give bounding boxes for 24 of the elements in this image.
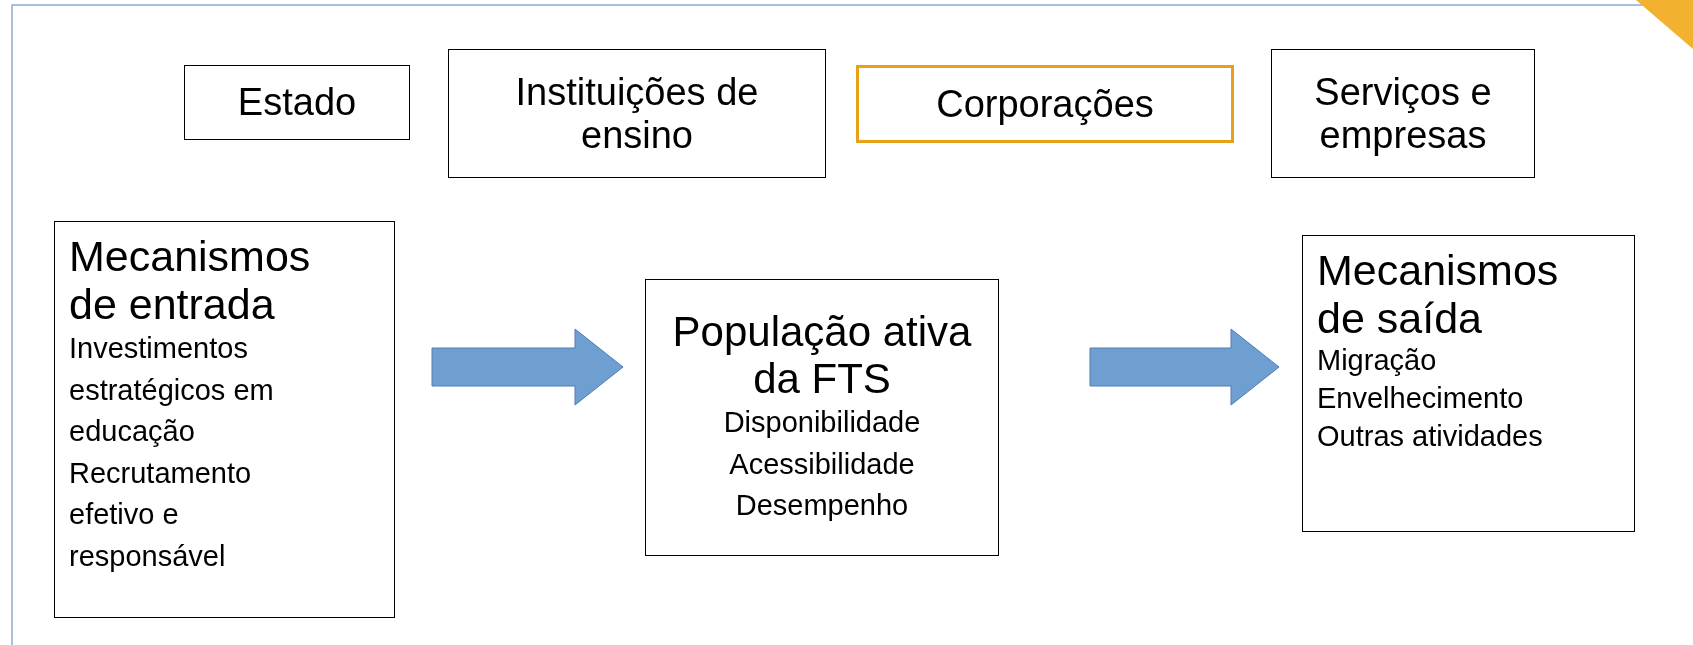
box-text: Recrutamento efetivo e responsável bbox=[69, 455, 253, 574]
text-box bbox=[1271, 49, 1535, 178]
box-heading: Mecanismos de entrada bbox=[69, 232, 312, 329]
box-text: Migração bbox=[1317, 343, 1437, 379]
box-text: Acessibilidade bbox=[729, 446, 915, 482]
box-heading: Mecanismos de saída bbox=[1317, 246, 1560, 343]
text-box bbox=[184, 65, 410, 140]
box-text: Investimentos estratégicos em educação bbox=[69, 331, 275, 450]
text-box bbox=[856, 65, 1234, 143]
box-text: Outras atividades bbox=[1317, 418, 1543, 454]
box-heading: Serviços e empresas bbox=[1313, 70, 1493, 157]
text-box bbox=[448, 49, 826, 178]
box-text: Envelhecimento bbox=[1317, 381, 1524, 416]
text-box bbox=[54, 221, 395, 618]
box-text: Desempenho bbox=[735, 488, 909, 524]
text-box bbox=[1302, 235, 1635, 532]
box-heading: Corporações bbox=[936, 82, 1154, 126]
box-heading: População ativa da FTS bbox=[671, 308, 973, 403]
box-text: Disponibilidade bbox=[723, 405, 921, 441]
box-heading: Instituições de ensino bbox=[514, 70, 760, 157]
block-arrow bbox=[1089, 328, 1280, 406]
text-box bbox=[645, 279, 999, 556]
block-arrow bbox=[431, 328, 624, 406]
box-heading: Estado bbox=[237, 81, 357, 124]
